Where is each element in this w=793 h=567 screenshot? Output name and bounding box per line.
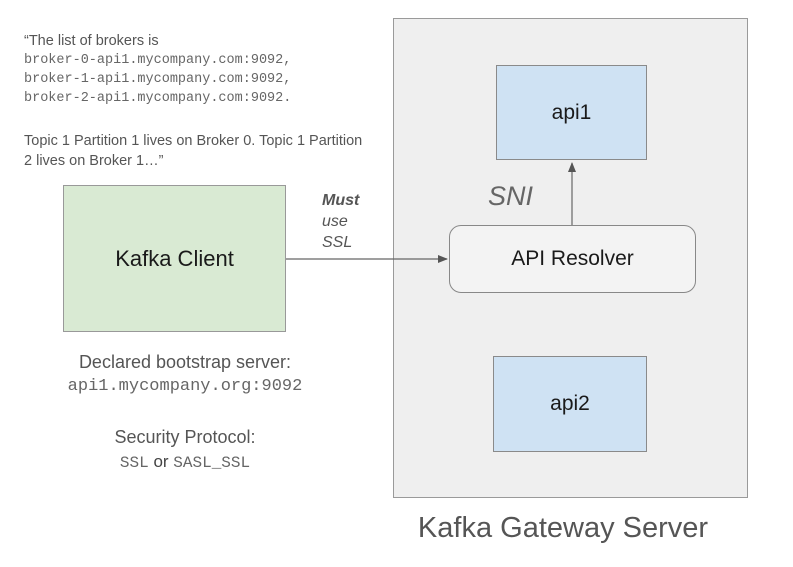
protocol-sasl-ssl: SASL_SSL	[173, 454, 251, 472]
api1-label: api1	[551, 100, 592, 124]
api-resolver-box: API Resolver	[449, 225, 696, 293]
api2-label: api2	[550, 392, 590, 415]
security-protocol-label: Security Protocol:	[114, 427, 256, 447]
use-label: use	[322, 213, 348, 230]
quote-intro: “The list of brokers is	[24, 33, 159, 49]
broker-list-quote: “The list of brokers is broker-0-api1.my…	[24, 32, 291, 108]
sni-label: SNI	[488, 181, 534, 211]
bootstrap-value: api1.mycompany.org:9092	[67, 377, 303, 396]
kafka-client-label: Kafka Client	[115, 245, 234, 271]
ssl-label: SSL	[322, 234, 353, 251]
broker-1: broker-1-api1.mycompany.com:9092,	[24, 72, 292, 87]
api1-box: api1	[496, 65, 647, 160]
must-label: Must	[322, 192, 360, 209]
protocol-ssl: SSL	[119, 454, 149, 472]
broker-0: broker-0-api1.mycompany.com:9092,	[24, 53, 292, 68]
api2-box: api2	[493, 356, 647, 452]
partition-quote: Topic 1 Partition 1 lives on Broker 0. T…	[24, 133, 363, 169]
gateway-server-title: Kafka Gateway Server	[417, 512, 709, 544]
kafka-client-box: Kafka Client	[63, 185, 286, 332]
api-resolver-label: API Resolver	[511, 247, 634, 270]
broker-2: broker-2-api1.mycompany.com:9092.	[24, 91, 292, 106]
must-use-ssl-note: Must use SSL	[322, 190, 359, 253]
protocol-or: or	[153, 452, 169, 471]
bootstrap-label: Declared bootstrap server:	[78, 352, 292, 372]
security-protocol-value: SSL or SASL_SSL	[30, 452, 340, 472]
